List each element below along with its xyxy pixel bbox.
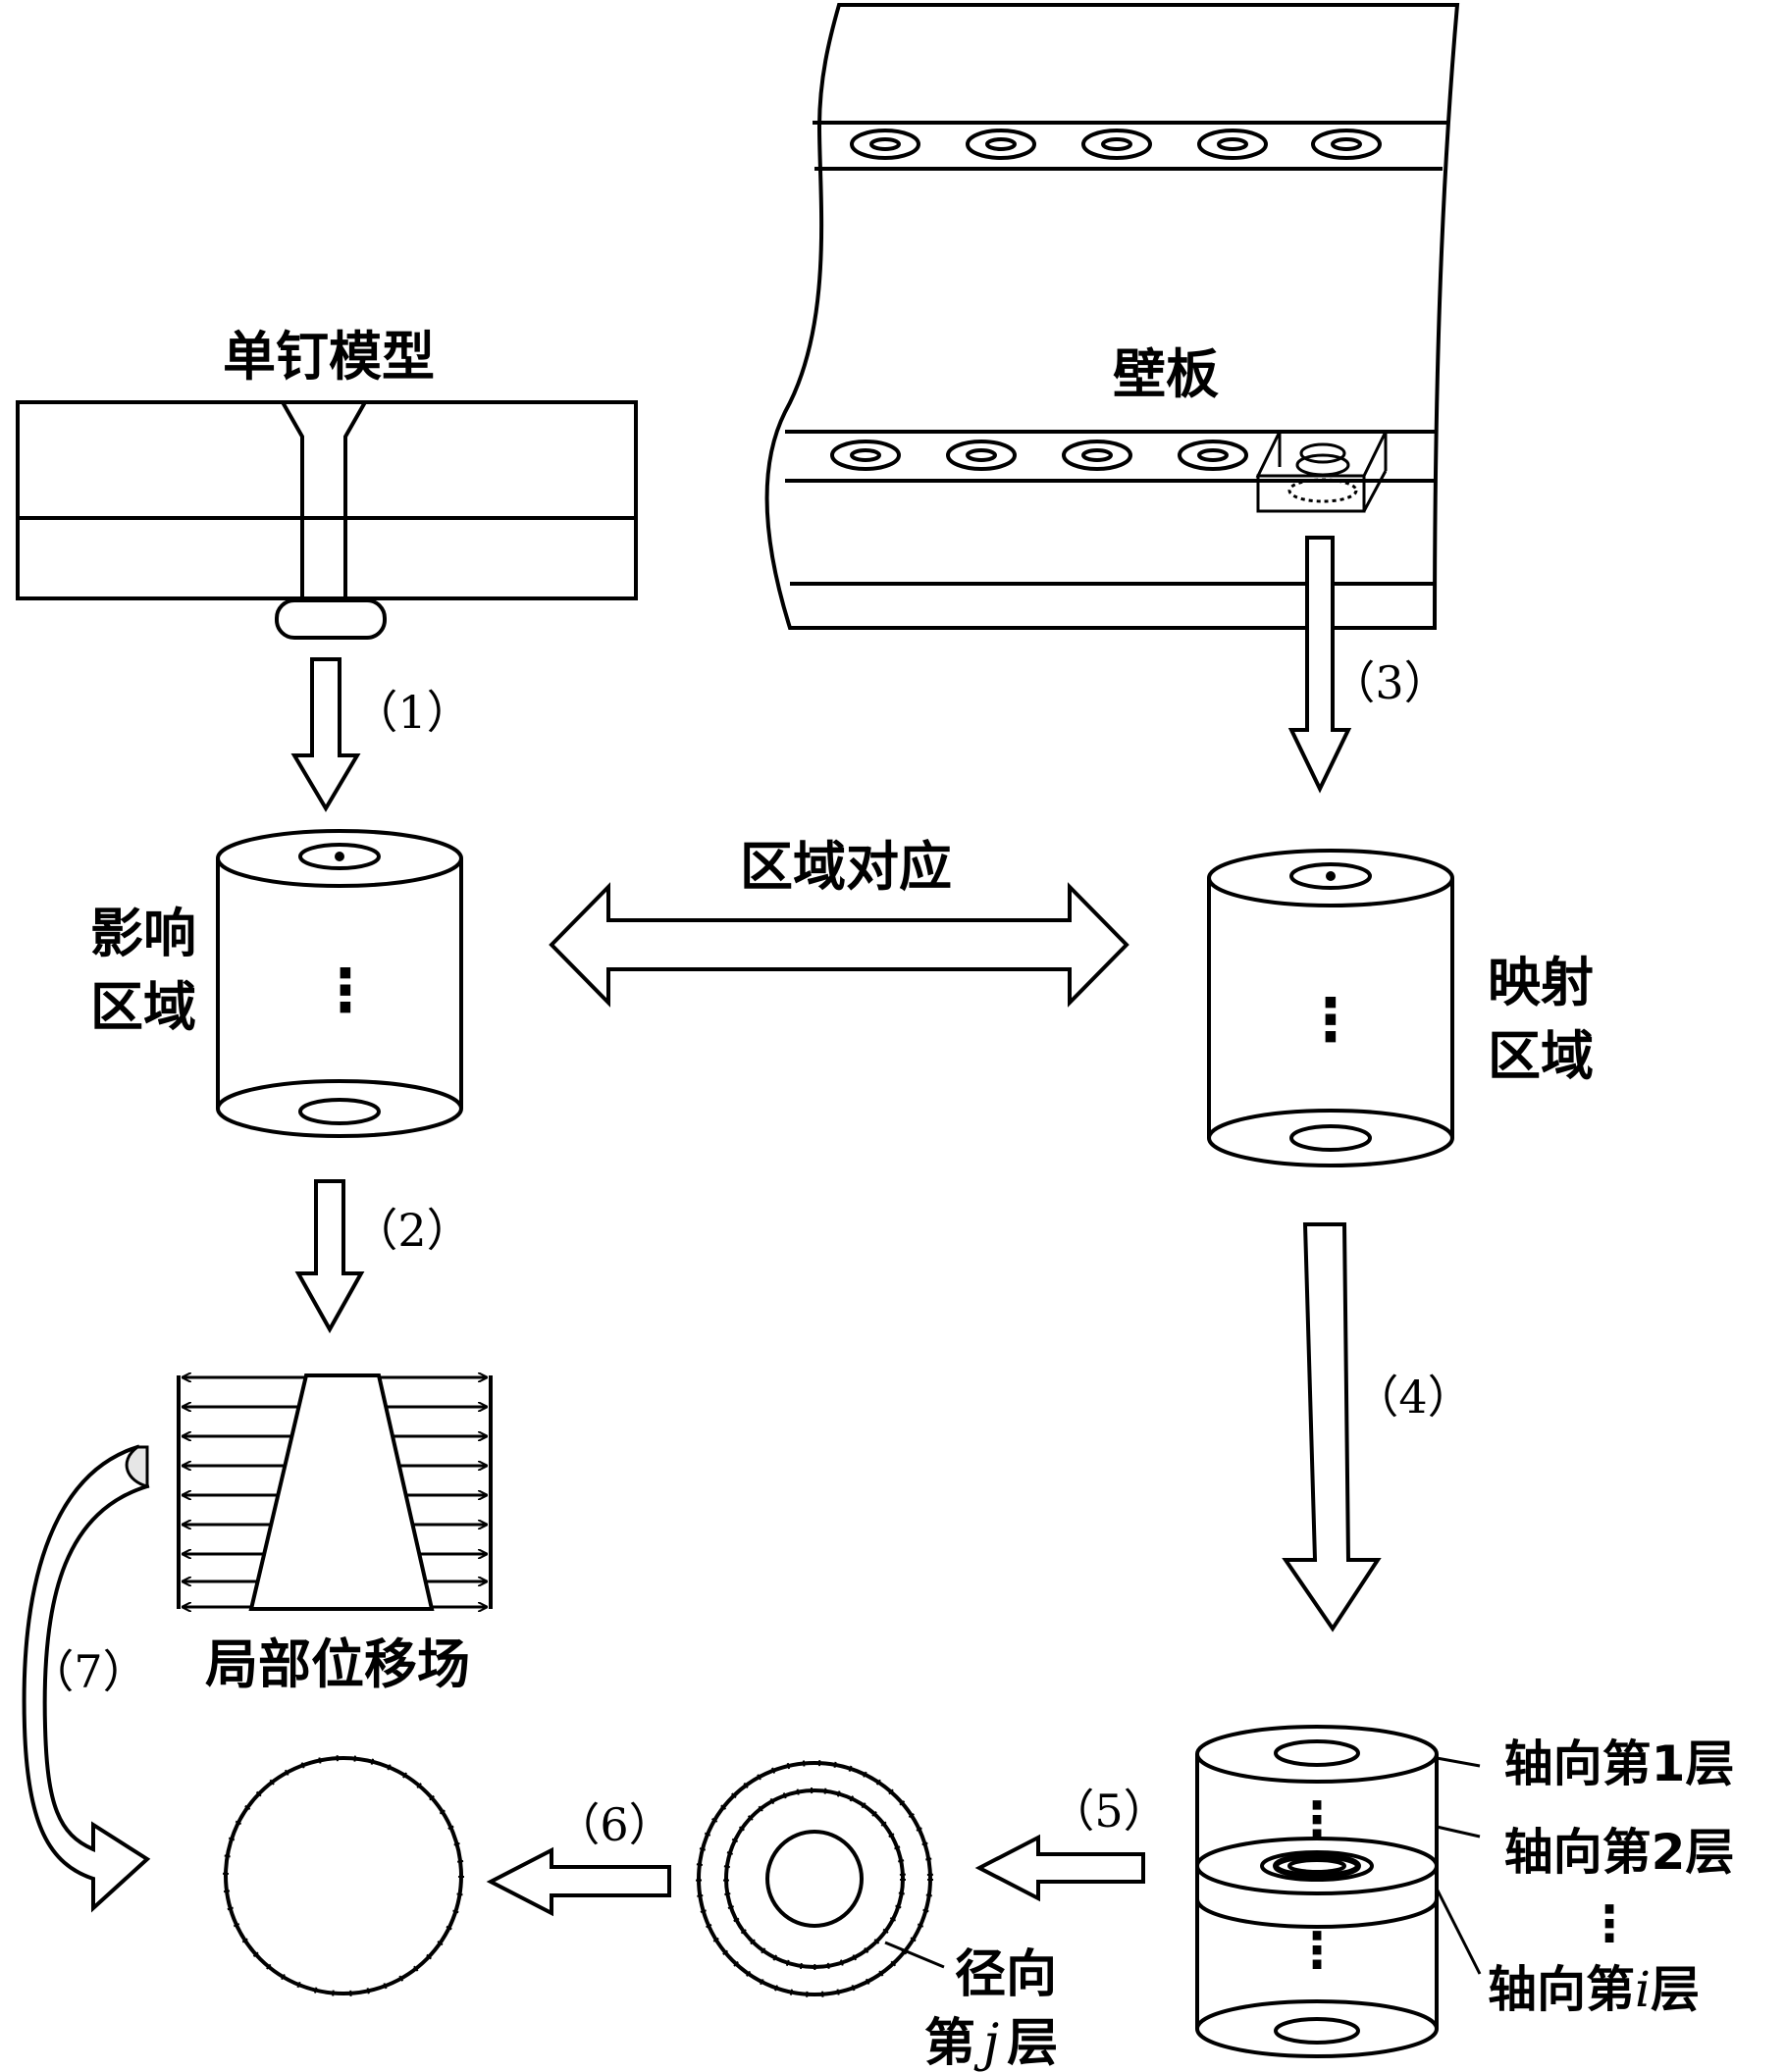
wall-panel-label: 壁板 — [1113, 343, 1219, 405]
radial-layer-suffix: 层 — [1007, 2014, 1058, 2072]
displacement-arrows — [183, 1377, 487, 1607]
panel-rivets-top — [850, 129, 1382, 160]
mapping-region-label-1: 映射 — [1488, 952, 1594, 1013]
step-6-label: （6） — [554, 1798, 673, 1851]
radial-layer-prefix: 第 — [924, 2014, 975, 2072]
layered-cylinder — [1195, 1725, 1482, 2058]
region-correspondence-arrow — [549, 882, 1129, 1008]
influence-region-label-2: 区域 — [90, 976, 196, 1038]
step-3-label: （3） — [1330, 656, 1448, 709]
radial-rings — [696, 1760, 945, 1997]
influence-region-label-1: 影响 — [90, 903, 196, 964]
arrow-step-2 — [294, 1179, 365, 1334]
panel-rivets-bottom — [830, 440, 1248, 471]
layered-cylinder-dots-top: ⋮ — [1292, 1791, 1341, 1848]
step-1-label: （1） — [352, 686, 471, 739]
single-rivet-model-label: 单钉模型 — [223, 326, 435, 388]
axial-layer-1-label: 轴向第1层 — [1504, 1735, 1735, 1792]
step-5-label: （5） — [1049, 1785, 1168, 1838]
final-circle — [223, 1755, 464, 1996]
step-7-label: （7） — [28, 1645, 147, 1698]
arrow-step-5 — [974, 1834, 1145, 1902]
axial-layer-2-label: 轴向第2层 — [1504, 1824, 1735, 1881]
axial-layer-dots: ⋮ — [1585, 1895, 1634, 1952]
radial-layer-var: j — [973, 2014, 999, 2072]
single-rivet-model — [16, 400, 638, 640]
radial-layer-label-1: 径向 — [955, 1945, 1057, 2004]
influence-region-cylinder — [216, 829, 463, 1138]
arrow-step-7 — [22, 1444, 151, 1913]
step-4-label: （4） — [1353, 1371, 1472, 1424]
mapping-region-label-2: 区域 — [1488, 1025, 1594, 1087]
influence-region-dots: ⋮ — [316, 957, 375, 1025]
arrow-step-6 — [486, 1846, 671, 1917]
axial-layer-i-prefix: 轴向第 — [1488, 1961, 1635, 2018]
local-displacement-field-label: 局部位移场 — [205, 1633, 470, 1695]
region-correspondence-label: 区域对应 — [740, 836, 952, 898]
mapping-region-cylinder — [1207, 849, 1454, 1167]
mapping-region-dots: ⋮ — [1301, 986, 1360, 1055]
axial-layer-i-var: i — [1635, 1961, 1651, 2018]
layered-cylinder-dots-bottom: ⋮ — [1292, 1922, 1341, 1979]
wall-panel — [764, 3, 1460, 630]
step-2-label: （2） — [352, 1204, 471, 1257]
arrow-step-4 — [1282, 1222, 1382, 1632]
arrow-step-1 — [290, 657, 361, 812]
axial-layer-i-label: 轴向第i层 — [1488, 1961, 1700, 2018]
local-displacement-field — [177, 1373, 493, 1611]
axial-layer-i-suffix: 层 — [1651, 1961, 1700, 2018]
arrow-step-3 — [1287, 536, 1352, 794]
panel-selected-region — [1255, 430, 1389, 513]
